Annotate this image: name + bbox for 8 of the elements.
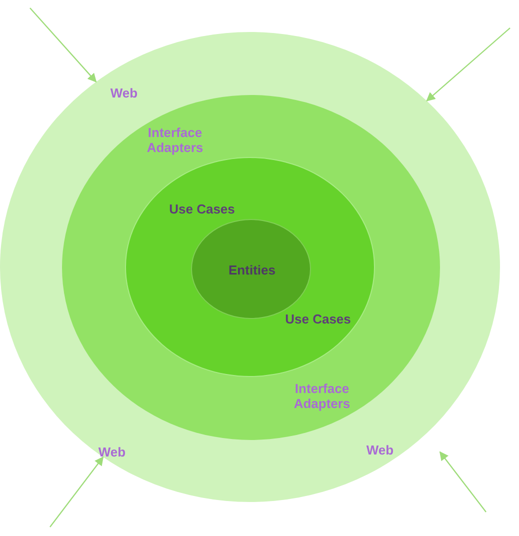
layer-label: Use Cases xyxy=(169,202,235,216)
layer-label: Web xyxy=(366,442,394,458)
layer-label: Interface Adapters xyxy=(292,381,352,411)
layer-label: Web xyxy=(110,86,138,100)
layer-label: Entities xyxy=(228,262,276,278)
layer-label: Interface Adapters xyxy=(146,125,204,155)
layer-label: Use Cases xyxy=(285,312,351,326)
layer-label: Web xyxy=(98,444,126,460)
